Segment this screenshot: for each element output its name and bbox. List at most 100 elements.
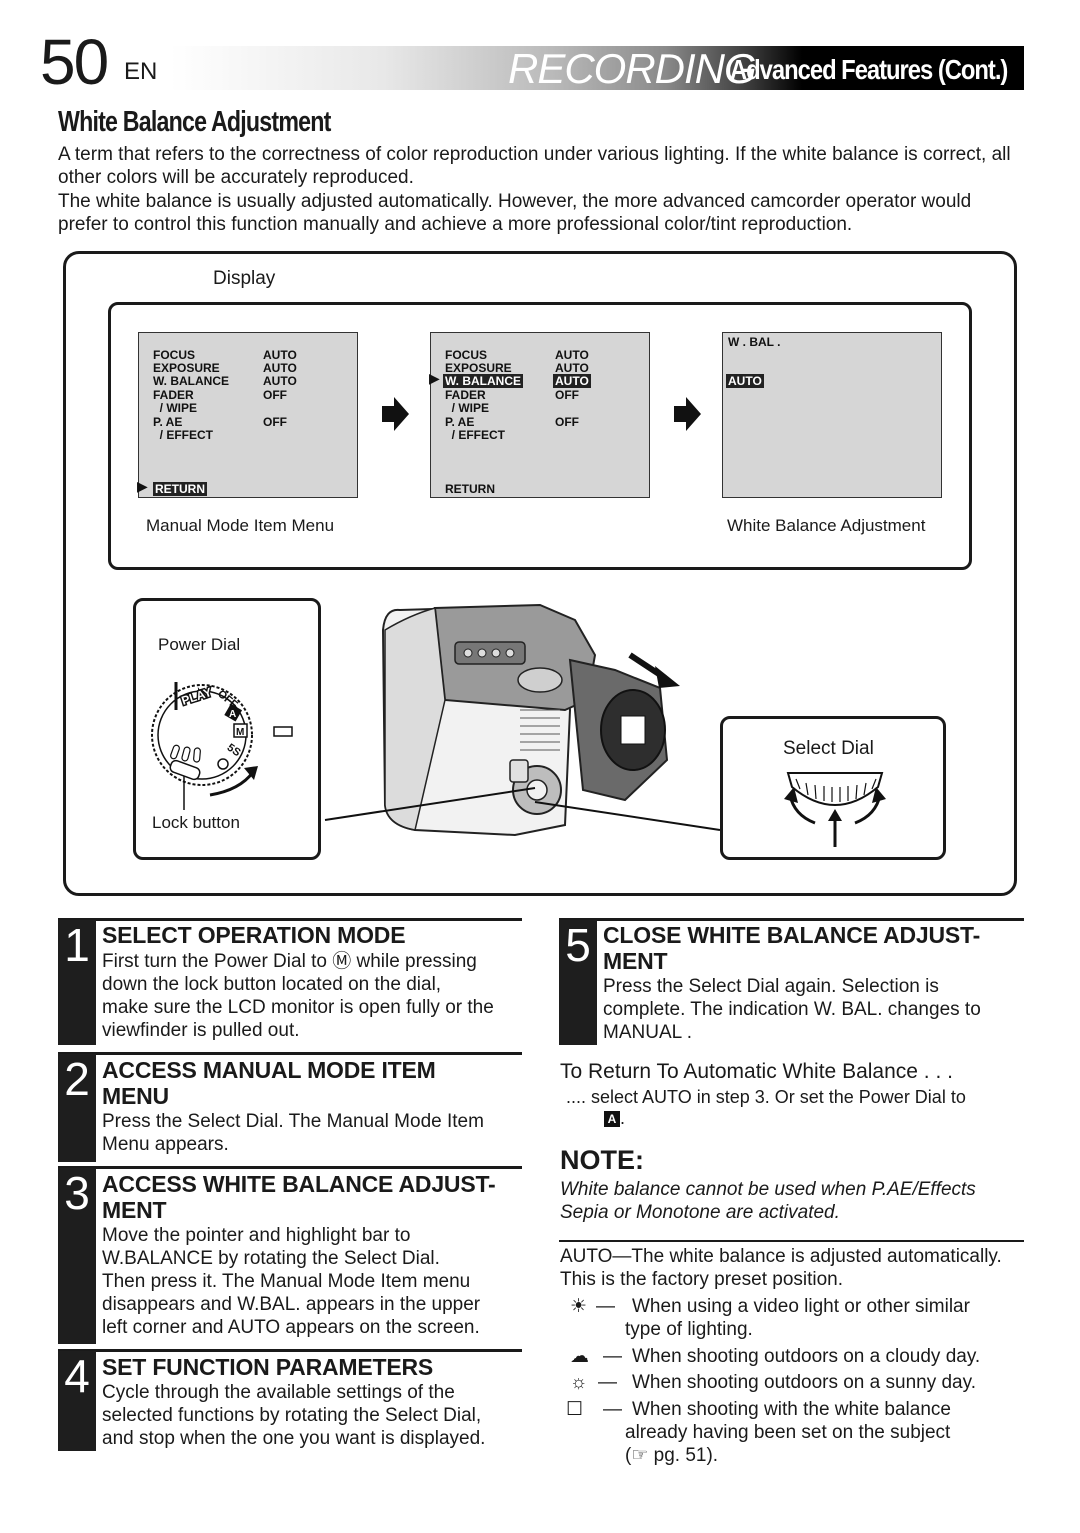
menu-value: AUTO [263,361,297,375]
select-dial-icon [784,772,886,847]
sunny-icon: ☼ [570,1372,588,1393]
power-dial-label: Power Dial [158,635,241,654]
menu-label: FADER [445,388,486,402]
note-text: White balance cannot be used when P.AE/E… [560,1179,976,1200]
power-dial-icon: PLAY OFF A M 5S [151,682,293,810]
step-number: 1 [58,920,96,1045]
page-number: 50 [40,26,109,98]
step-line: selected functions by rotating the Selec… [102,1405,482,1426]
lcd-screen-wbalance-selected: FOCUS AUTO EXPOSURE AUTO W. BALANCE AUTO… [429,332,650,498]
return-auto-line: . [620,1108,626,1128]
pointer-icon: ▶ [429,370,440,386]
dial-manual-mark: M [236,727,244,738]
step-line: Press the Select Dial again. Selection i… [603,976,939,997]
step-divider [58,1166,522,1169]
step-title: MENT [102,1197,167,1223]
wb-mode-text: type of lighting. [625,1319,753,1340]
camcorder-illustration [381,603,680,837]
note-text: Sepia or Monotone are activated. [560,1202,840,1223]
step-title: SET FUNCTION PARAMETERS [102,1354,434,1380]
header-subsection: Advanced Features (Cont.) [730,54,1008,85]
menu-value: AUTO [555,361,589,375]
wb-mode-text: (☞ pg. 51). [625,1445,719,1466]
wb-mode-text: already having been set on the subject [625,1422,951,1443]
step-line: and stop when the one you want is displa… [102,1428,486,1449]
page-header: 50 EN RECORDING Advanced Features (Cont.… [0,0,1080,100]
menu-label: / EFFECT [445,428,505,442]
step-title: ACCESS WHITE BALANCE ADJUST- [102,1171,496,1197]
step-line: disappears and W.BAL. appears in the upp… [102,1294,481,1315]
wb-mode-text: When shooting outdoors on a cloudy day. [632,1346,981,1367]
step-title: MENT [603,948,668,974]
step-line: complete. The indication W. BAL. changes… [603,999,981,1020]
menu-return: RETURN [153,482,207,496]
step-line: W.BALANCE by rotating the Select Dial. [102,1248,440,1269]
lcd-screen-white-balance: W . BAL . AUTO [722,332,942,498]
step-line: Then press it. The Manual Mode Item menu [102,1271,471,1292]
dash: — [598,1372,617,1393]
lcd-screen-manual-menu: FOCUS AUTO EXPOSURE AUTO W. BALANCE AUTO… [137,332,358,498]
step-line: Cycle through the available settings of … [102,1382,455,1403]
step-number: 3 [58,1168,96,1344]
return-auto-heading: To Return To Automatic White Balance . .… [560,1060,953,1083]
menu-label: FOCUS [153,348,195,362]
lock-button-label: Lock button [152,813,240,832]
step-divider [58,1349,522,1352]
menu-return: RETURN [445,482,495,496]
step-divider [559,918,1024,921]
dial-auto-mark: A [229,709,236,720]
wb-auto-text: This is the factory preset position. [560,1269,844,1290]
menu-value: AUTO [555,348,589,362]
menu-label: FADER [153,388,194,402]
menu-label: P. AE [445,415,475,429]
menu-label: / EFFECT [153,428,213,442]
menu-label: / WIPE [445,401,490,415]
cloudy-icon: ☁ [570,1346,589,1367]
step-title: MENU [102,1083,169,1109]
menu-label: P. AE [153,415,183,429]
wb-mode-text: When shooting with the white balance [632,1399,951,1420]
caption-white-balance: White Balance Adjustment [727,516,926,535]
menu-label: / WIPE [153,401,198,415]
dash: — [596,1296,615,1317]
step-number: 2 [58,1054,96,1162]
header-section: RECORDING [508,45,757,92]
menu-label: FOCUS [445,348,487,362]
section-title: White Balance Adjustment [58,106,331,138]
menu-label: W. BALANCE [153,374,229,388]
step-line: left corner and AUTO appears on the scre… [102,1317,480,1338]
note-divider [559,1240,1024,1242]
wbal-value: AUTO [726,374,764,388]
step-divider [58,1052,522,1055]
intro-paragraph-1: A term that refers to the correctness of… [58,144,1011,188]
dash: — [603,1346,622,1367]
wb-mode-text: When using a video light or other simila… [632,1296,970,1317]
menu-value: AUTO [263,374,297,388]
language-code: EN [124,58,158,85]
auto-mode-icon: A [604,1111,620,1127]
wb-auto-text: AUTO—The white balance is adjusted autom… [560,1246,1002,1267]
step-line: First turn the Power Dial to Ⓜ while pre… [102,951,477,972]
step-line: Move the pointer and highlight bar to [102,1225,411,1246]
menu-label: EXPOSURE [445,361,512,375]
menu-value: OFF [263,388,287,402]
return-auto-line: .... select AUTO in step 3. Or set the P… [566,1087,966,1107]
figure-frame [63,251,1017,896]
step-number: 4 [58,1351,96,1451]
step-line: make sure the LCD monitor is open fully … [102,997,494,1018]
step-title: SELECT OPERATION MODE [102,922,406,948]
caption-manual-menu: Manual Mode Item Menu [146,516,335,535]
step-line: Press the Select Dial. The Manual Mode I… [102,1111,484,1132]
menu-value: OFF [555,415,579,429]
wb-mode-text: When shooting outdoors on a sunny day. [632,1372,976,1393]
header-gradient-bar [170,46,1024,90]
menu-value-highlight: AUTO [553,374,591,388]
step-line: down the lock button located on the dial… [102,974,442,995]
video-light-icon: ☀ [570,1296,588,1317]
leader-lines [324,787,721,831]
step-title: ACCESS MANUAL MODE ITEM [102,1057,436,1083]
step-divider [58,918,522,921]
step-line: MANUAL . [603,1022,693,1043]
arrow-right-icon [382,397,409,431]
note-heading: NOTE: [560,1145,644,1175]
